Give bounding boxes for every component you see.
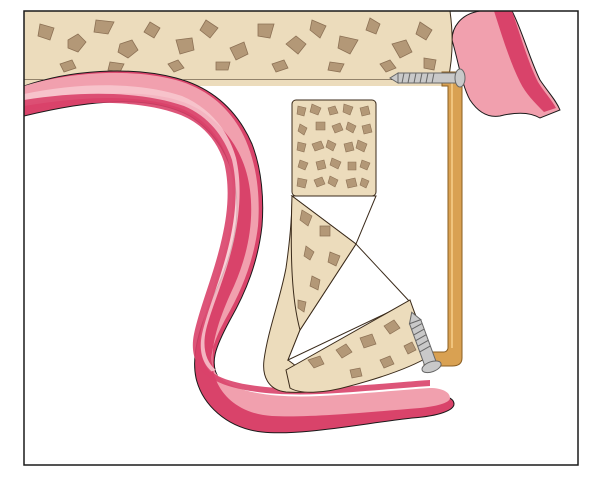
gum-pink-layer (24, 72, 450, 417)
figure-frame (23, 10, 579, 466)
fixation-screw-upper (389, 68, 466, 88)
gum-inner-red-stripe (24, 93, 430, 395)
upper-right-gum-red-band (494, 11, 556, 112)
fixation-screw-lower (408, 311, 442, 374)
bone-segment-upper (290, 195, 357, 332)
